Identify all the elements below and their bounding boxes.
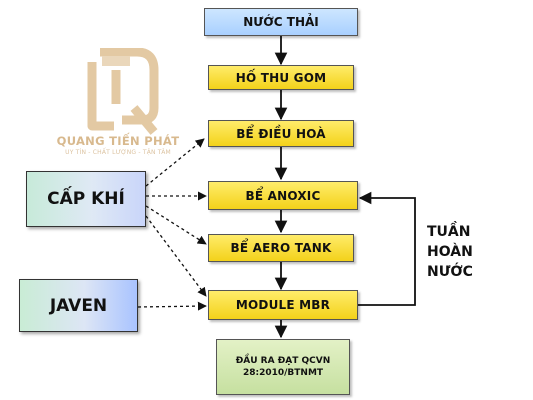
- brand-tagline: UY TÍN - CHẤT LƯỢNG - TẬN TÂM: [65, 149, 171, 156]
- recycle-label: TUẦN HOÀN NƯỚC: [427, 222, 527, 282]
- recycle-loop: [357, 191, 416, 306]
- output-line-1: ĐẦU RA ĐẠT QCVN: [235, 356, 331, 366]
- company-logo: [87, 48, 159, 135]
- stage-collection-pit: HỐ THU GOM: [208, 65, 354, 90]
- stage-wastewater-source: NƯỚC THẢI: [204, 8, 358, 36]
- recycle-label-line-1: TUẦN: [427, 224, 471, 240]
- recycle-label-line-3: NƯỚC: [427, 264, 473, 280]
- air-to-mbr: [145, 215, 207, 297]
- stage-mbr-module: MODULE MBR: [208, 290, 358, 320]
- recycle-label-line-2: HOÀN: [427, 244, 473, 260]
- brand-name: QUANG TIẾN PHÁT: [56, 134, 180, 148]
- stage-anoxic-tank: BỂ ANOXIC: [208, 181, 358, 210]
- stage-aerotank: BỂ AERO TANK: [208, 234, 354, 262]
- javen-box: JAVEN: [19, 279, 138, 332]
- javen-to-mbr: [137, 301, 207, 311]
- stage-equalization-tank: BỂ ĐIỀU HOÀ: [208, 120, 354, 147]
- stage-output: ĐẦU RA ĐẠT QCVN 28:2010/BTNMT: [216, 339, 350, 395]
- air-to-aerotank: [145, 205, 207, 245]
- output-line-2: 28:2010/BTNMT: [242, 368, 324, 378]
- air-to-equalization: [145, 138, 205, 187]
- air-supply-box: CẤP KHÍ: [26, 171, 146, 227]
